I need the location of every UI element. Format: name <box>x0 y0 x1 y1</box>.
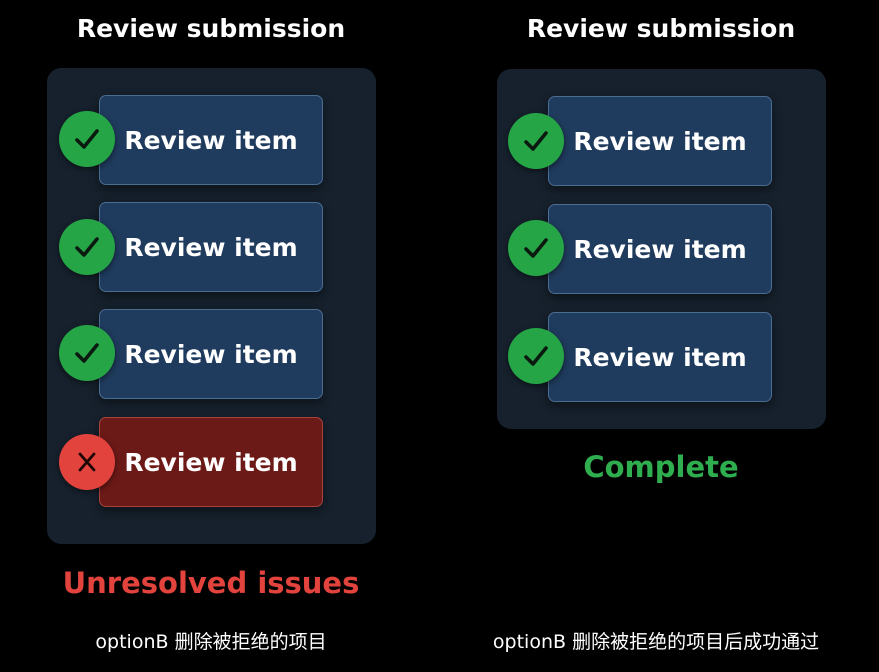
right-review-heading: Review submission <box>526 14 796 43</box>
review-item-label: Review item <box>124 447 298 477</box>
check-icon <box>508 113 564 169</box>
left-review-item-3[interactable]: Review item <box>99 309 323 399</box>
right-caption: optionB 删除被拒绝的项目后成功通过 <box>492 631 820 653</box>
complete-label: Complete <box>583 450 739 484</box>
right-review-item-3[interactable]: Review item <box>548 312 772 402</box>
review-item-label: Review item <box>124 125 298 155</box>
review-item-label: Review item <box>573 342 747 372</box>
right-review-item-1[interactable]: Review item <box>548 96 772 186</box>
check-icon <box>508 328 564 384</box>
left-review-item-2[interactable]: Review item <box>99 202 323 292</box>
review-item-label: Review item <box>573 234 747 264</box>
unresolved-issues-label: Unresolved issues <box>62 566 360 600</box>
left-review-item-1[interactable]: Review item <box>99 95 323 185</box>
left-review-item-4-rejected[interactable]: Review item <box>99 417 323 507</box>
right-review-item-2[interactable]: Review item <box>548 204 772 294</box>
review-item-label: Review item <box>124 339 298 369</box>
check-icon <box>508 220 564 276</box>
check-icon <box>59 325 115 381</box>
review-item-label: Review item <box>573 126 747 156</box>
left-caption: optionB 删除被拒绝的项目 <box>95 631 327 653</box>
review-item-label: Review item <box>124 232 298 262</box>
check-icon <box>59 111 115 167</box>
left-review-heading: Review submission <box>76 14 346 43</box>
check-icon <box>59 219 115 275</box>
x-icon <box>59 434 115 490</box>
